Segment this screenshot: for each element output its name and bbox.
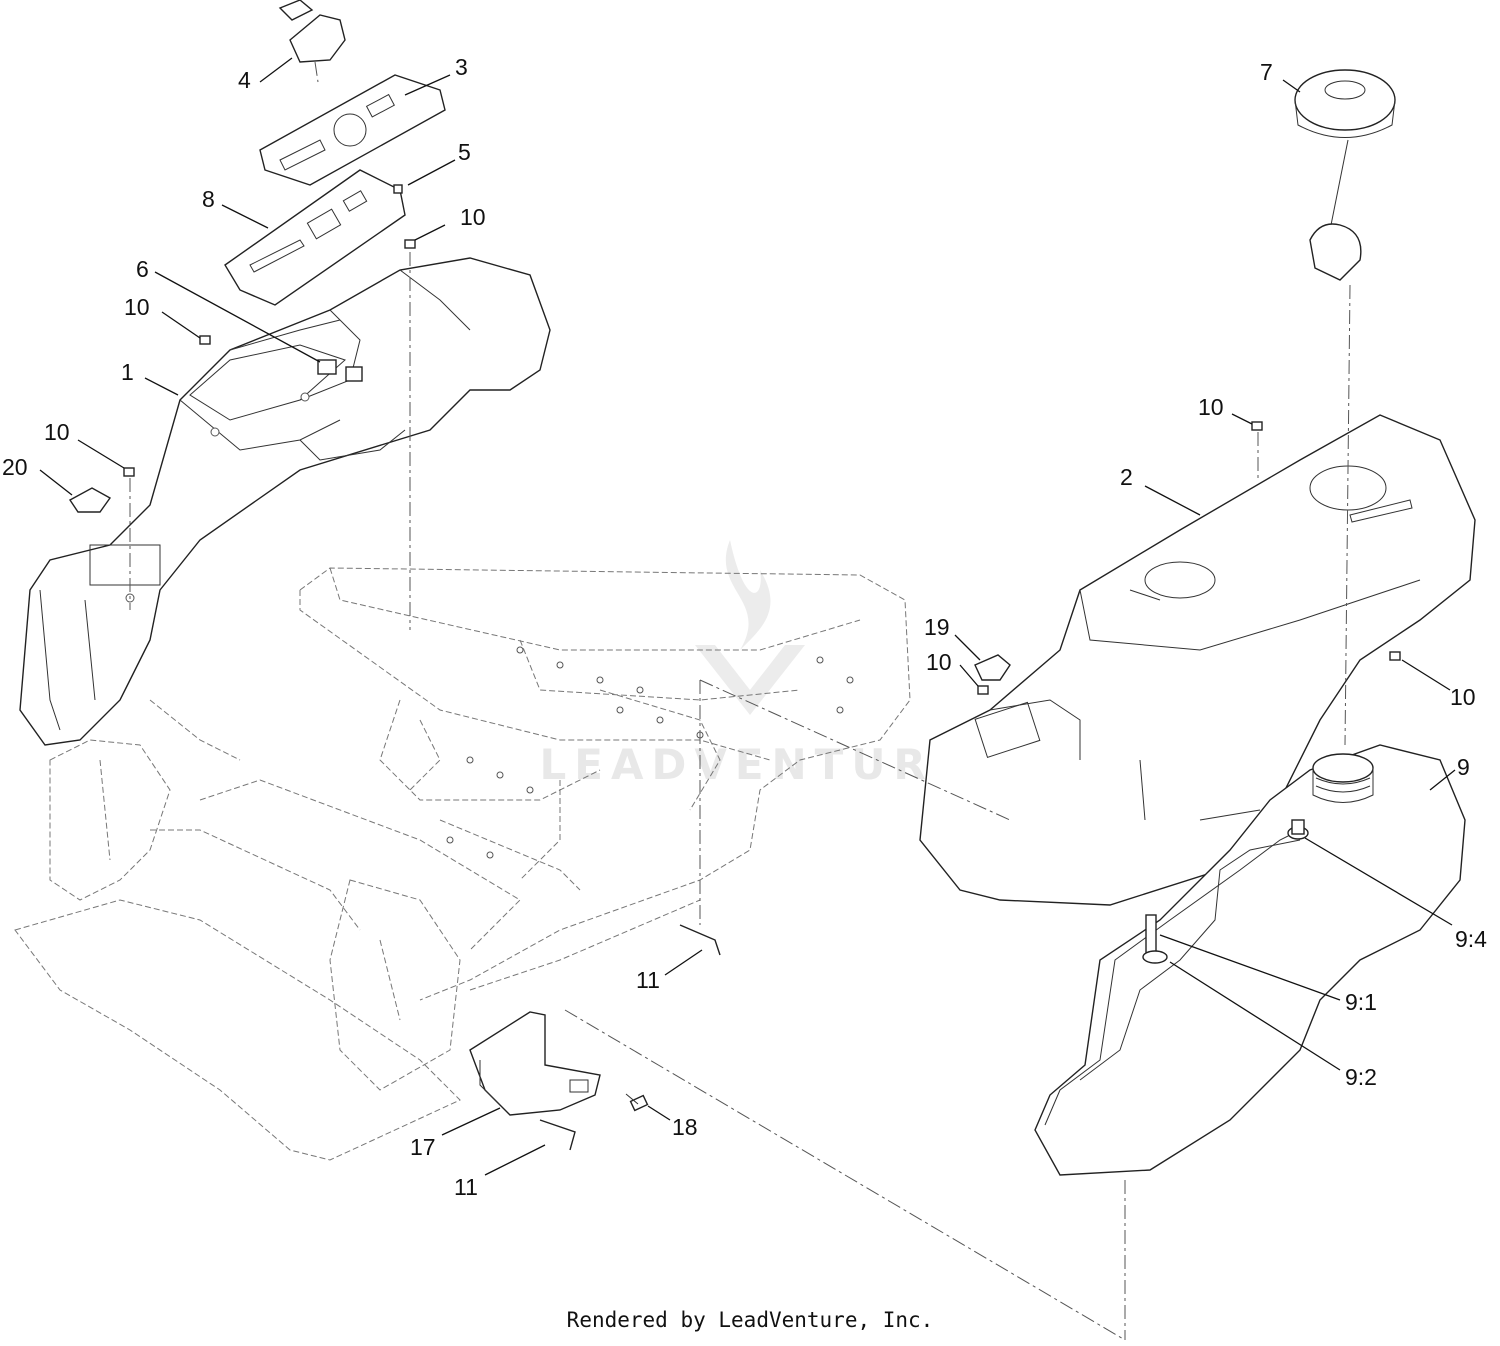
callout-3: 3	[455, 54, 468, 80]
callout-10-right: 10	[1450, 684, 1476, 710]
callout-9-1: 9:1	[1345, 989, 1377, 1015]
callout-10-right-left: 10	[926, 649, 952, 675]
watermark-text: LEADVENTURE	[539, 740, 971, 789]
fuel-line	[1079, 839, 1301, 1081]
leadventure-logo-icon	[695, 540, 805, 715]
leader-lines	[39, 57, 1456, 1176]
plug-20	[68, 487, 112, 513]
footer-credit: Rendered by LeadVenture, Inc.	[566, 1308, 934, 1332]
callout-17: 17	[410, 1134, 436, 1160]
bolt-18	[625, 1093, 649, 1112]
callout-8: 8	[202, 186, 215, 212]
control-panel-decal	[224, 169, 406, 306]
callout-9-4: 9:4	[1455, 926, 1487, 952]
callout-20: 20	[2, 454, 28, 480]
screws	[123, 184, 1401, 695]
callout-5: 5	[458, 139, 471, 165]
callout-9: 9	[1457, 754, 1470, 780]
callout-18: 18	[672, 1114, 698, 1140]
callout-4: 4	[238, 67, 251, 93]
plug-19	[974, 654, 1011, 681]
throttle-decal	[259, 74, 446, 186]
left-console	[19, 257, 551, 746]
callout-9-2: 9:2	[1345, 1064, 1377, 1090]
mounting-bracket	[469, 1011, 601, 1116]
callout-11-lower: 11	[454, 1174, 478, 1200]
callout-10-right-top: 10	[1198, 394, 1224, 420]
alignment-lines	[129, 61, 1351, 1341]
fuel-fittings	[1142, 819, 1309, 964]
wire-clip-upper	[679, 924, 721, 956]
callout-10-left: 10	[44, 419, 70, 445]
switch-assembly	[317, 359, 363, 382]
callout-1: 1	[121, 359, 134, 385]
chassis-frame	[149, 567, 911, 1001]
fuel-cap-icon	[1294, 69, 1396, 281]
callout-2: 2	[1120, 464, 1133, 490]
callout-7: 7	[1260, 59, 1273, 85]
rear-body	[14, 739, 461, 1161]
callout-6: 6	[136, 256, 149, 282]
frame-holes	[446, 646, 854, 859]
wire-clip-lower	[539, 1119, 576, 1151]
callout-labels: 1 2 3 4 5 6 7 8 9 9:1 9:2 9:4 10 10 10 1…	[2, 54, 1487, 1200]
callout-19: 19	[924, 614, 950, 640]
ignition-key-icon	[278, 0, 346, 63]
callout-10-top: 10	[460, 204, 486, 230]
callout-10-mid-left: 10	[124, 294, 150, 320]
callout-11-upper: 11	[636, 967, 660, 993]
